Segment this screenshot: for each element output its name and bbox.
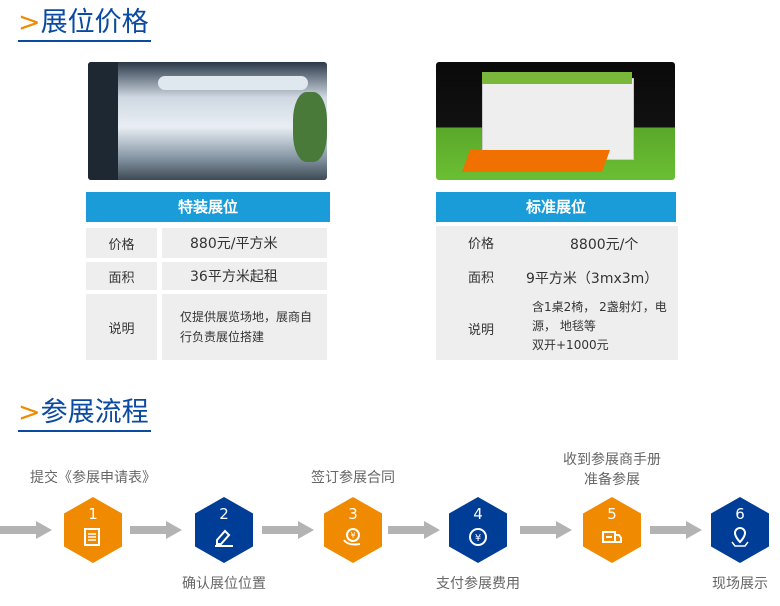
prefix: > xyxy=(18,7,41,38)
label-note: 说明 xyxy=(467,322,494,338)
step-3-hexagon: 3¥ xyxy=(324,497,382,563)
section-title-booth-price: >展位价格 xyxy=(18,6,151,42)
standard-card-body xyxy=(436,226,678,360)
card-header-special: 特装展位 xyxy=(86,192,330,222)
step-number: 2 xyxy=(219,505,229,523)
step-number: 5 xyxy=(607,505,617,523)
value-price: 8800元/个 xyxy=(570,237,639,253)
value-note: 仅提供展览场地，展商自行负责展位搭建 xyxy=(162,294,327,360)
title-text: 参展流程 xyxy=(40,397,149,428)
flow-arrow xyxy=(388,521,440,539)
step-number: 4 xyxy=(473,505,483,523)
label-note: 说明 xyxy=(86,294,157,360)
flow-arrow xyxy=(650,521,702,539)
truck-icon xyxy=(602,531,622,543)
label-price: 价格 xyxy=(86,228,157,258)
label-price: 价格 xyxy=(467,236,494,252)
svg-text:¥: ¥ xyxy=(475,533,481,544)
flow-arrow xyxy=(0,521,52,539)
edit-icon xyxy=(215,529,233,547)
step-1-label: 提交《参展申请表》 xyxy=(30,470,156,486)
step-number: 1 xyxy=(88,505,98,523)
step-2-hexagon: 2 xyxy=(195,497,253,563)
flow-arrow xyxy=(520,521,572,539)
map-pin-icon xyxy=(731,526,749,547)
standard-booth-photo xyxy=(436,62,675,180)
flow-arrow xyxy=(262,521,314,539)
yen-icon: ¥ xyxy=(469,528,487,546)
special-booth-photo xyxy=(88,62,327,180)
svg-text:¥: ¥ xyxy=(350,531,355,540)
value-area: 9平方米（3mx3m） xyxy=(526,271,659,287)
step-4-label: 支付参展费用 xyxy=(436,576,520,592)
step-number: 6 xyxy=(735,505,745,523)
step-5-label: 收到参展商手册 准备参展 xyxy=(563,452,661,488)
step-6-label: 现场展示 xyxy=(712,576,768,592)
step-3-label: 签订参展合同 xyxy=(311,470,395,486)
label-area: 面积 xyxy=(86,262,157,290)
flow-arrow xyxy=(130,521,182,539)
step-6-hexagon: 6 xyxy=(711,497,769,563)
label-area: 面积 xyxy=(467,270,494,286)
money-hand-icon: ¥ xyxy=(343,528,361,546)
step-1-hexagon: 1 xyxy=(64,497,122,563)
step-5-hexagon: 5 xyxy=(583,497,641,563)
step-number: 3 xyxy=(348,505,358,523)
title-text: 展位价格 xyxy=(40,7,149,38)
card-header-standard: 标准展位 xyxy=(436,192,676,222)
value-note: 含1桌2椅， 2盏射灯，电源， 地毯等 双开+1000元 xyxy=(532,300,667,352)
value-area: 36平方米起租 xyxy=(162,262,327,290)
prefix: > xyxy=(18,397,41,428)
step-2-label: 确认展位位置 xyxy=(182,576,266,592)
section-title-process: >参展流程 xyxy=(18,396,151,432)
step-4-hexagon: 4¥ xyxy=(449,497,507,563)
document-icon xyxy=(84,528,100,546)
value-price: 880元/平方米 xyxy=(162,228,327,258)
